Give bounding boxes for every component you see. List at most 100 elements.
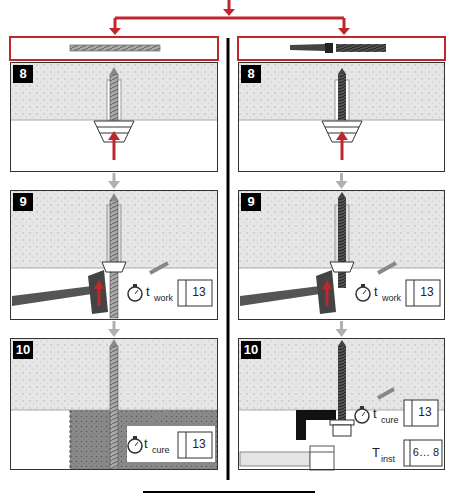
step-number: 9 xyxy=(241,193,261,211)
anchor-step-8 xyxy=(239,63,444,120)
anchor-step-10 xyxy=(378,389,394,398)
rebar-step-8 xyxy=(94,121,134,142)
anchor-step-10 xyxy=(410,440,411,466)
anchor-step-10 xyxy=(360,406,364,409)
step-number: 10 xyxy=(13,341,33,359)
page-reference: 13 xyxy=(186,286,212,298)
anchor-step-8 xyxy=(325,127,359,128)
step-panel: 10 xyxy=(10,338,218,470)
anchor-step-10 xyxy=(355,409,369,423)
time-symbol: cure xyxy=(381,416,399,425)
rebar-step-9 xyxy=(133,284,137,287)
anchor-step-10 xyxy=(404,400,438,426)
time-symbol: work xyxy=(382,294,401,303)
flow-arrow xyxy=(108,329,120,337)
anchor-step-10 xyxy=(240,452,310,466)
split-arrow xyxy=(223,9,235,16)
cure-icons-left xyxy=(150,411,168,421)
rebar-step-9 xyxy=(150,263,168,273)
anchor-step-9 xyxy=(378,263,396,273)
anchor-step-10 xyxy=(362,412,365,416)
flow-arrow xyxy=(336,181,348,189)
rebar-step-9 xyxy=(110,200,118,318)
rebar-step-9 xyxy=(12,286,92,306)
anchor-step-9 xyxy=(326,287,329,306)
anchor-step-10 xyxy=(310,446,334,470)
rebar-step-9 xyxy=(178,280,212,306)
rebar-step-9 xyxy=(110,193,118,200)
rebar-step-8 xyxy=(108,131,120,140)
flow-arrow xyxy=(113,173,116,182)
anchor-step-9 xyxy=(363,290,366,294)
flow-arrow xyxy=(108,181,120,189)
time-symbol: T xyxy=(372,446,380,459)
anchor-step-8 xyxy=(338,68,346,74)
rebar-step-9 xyxy=(94,280,104,289)
rebar-step-9 xyxy=(102,262,126,272)
page-reference: 13 xyxy=(412,406,438,418)
step-number: 9 xyxy=(13,193,33,211)
split-arrow xyxy=(115,17,344,20)
flow-arrow xyxy=(336,173,348,189)
anchor-step-10 xyxy=(310,452,334,453)
cure-icons-left xyxy=(133,436,137,439)
rebar-step-9 xyxy=(135,290,138,294)
step-panel: 9 xyxy=(238,190,445,320)
flow-arrow xyxy=(336,321,348,337)
cure-icons-left xyxy=(186,432,187,458)
flow-arrow xyxy=(340,173,343,182)
header-anchor-rod xyxy=(290,44,325,51)
split-arrow xyxy=(114,18,117,29)
anchor-step-9 xyxy=(322,280,332,289)
split-arrow xyxy=(109,0,350,35)
step-number: 8 xyxy=(241,65,261,83)
rebar-step-9 xyxy=(88,270,108,314)
rebar-step-10 xyxy=(11,339,217,469)
time-symbol: work xyxy=(154,294,173,303)
flow-arrow xyxy=(108,321,120,337)
split-arrow xyxy=(338,28,350,35)
divider xyxy=(227,38,230,480)
rebar-step-9 xyxy=(98,287,101,306)
header-rebar xyxy=(10,37,218,60)
rebar-step-8 xyxy=(11,63,217,160)
anchor-step-8 xyxy=(239,63,444,160)
header-anchor-rod xyxy=(238,37,445,60)
anchor-step-8 xyxy=(322,121,362,142)
anchor-step-10 xyxy=(330,420,354,425)
split-arrow xyxy=(109,28,121,35)
time-symbol: t xyxy=(373,407,377,420)
anchor-step-9 xyxy=(338,198,346,288)
anchor-step-10 xyxy=(333,425,351,436)
rebar-step-8 xyxy=(110,67,118,74)
anchor-step-9 xyxy=(239,191,444,314)
anchor-step-10 xyxy=(404,440,442,466)
page-reference: 13 xyxy=(414,286,440,298)
header-rebar xyxy=(70,45,160,51)
anchor-step-8 xyxy=(341,138,344,160)
anchor-step-9 xyxy=(414,280,415,306)
anchor-step-8 xyxy=(338,74,346,120)
cure-icons-left xyxy=(127,426,215,462)
split-arrow xyxy=(343,18,346,29)
page-reference: 13 xyxy=(186,438,212,450)
anchor-step-9 xyxy=(356,287,370,301)
anchor-step-9 xyxy=(240,286,320,306)
cure-icons-left xyxy=(135,442,138,446)
step-number: 10 xyxy=(241,341,261,359)
rebar-step-8 xyxy=(113,138,116,160)
flow-arrow xyxy=(336,329,348,337)
rebar-step-10 xyxy=(70,410,71,469)
anchor-step-9 xyxy=(316,270,336,314)
rebar-step-10 xyxy=(110,339,118,346)
page-reference: 6… 8 xyxy=(410,447,442,458)
time-symbol: cure xyxy=(152,446,170,455)
header-anchor-rod xyxy=(325,43,333,53)
time-symbol: t xyxy=(144,437,148,450)
step-panel: 9 xyxy=(10,190,218,320)
time-symbol: t xyxy=(374,285,378,298)
header-rebar xyxy=(10,37,218,60)
header-anchor-rod xyxy=(238,37,445,60)
rebar-step-10 xyxy=(70,410,217,469)
